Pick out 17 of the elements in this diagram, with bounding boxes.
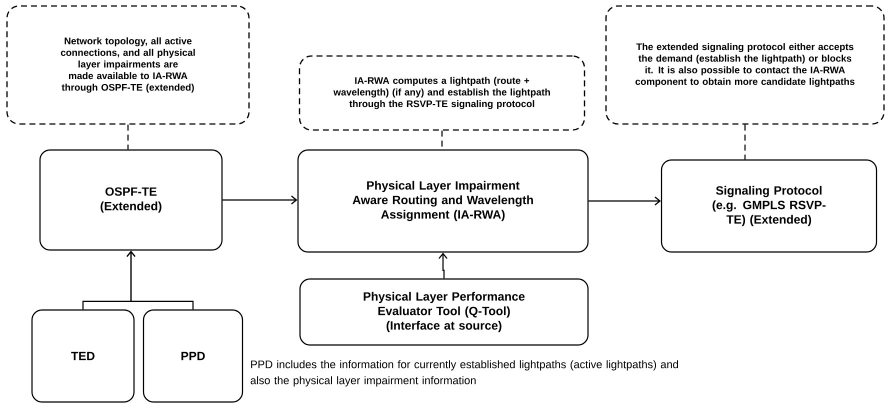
dashed-connector (744, 124, 746, 160)
arrow (126, 250, 194, 310)
callout-box: The extended signaling protocol either accepts the demand (establish the lightpath) or blocks it. It is also possible to contact the IA-RWA component to obtain more candidate lightpaths (605, 5, 885, 125)
callout-box: IA-RWA computes a lightpath (route + wavelength) (if any) and establish the lightpath through the RSVP-TE signaling protocol (298, 55, 586, 131)
process-box: PPD (142, 309, 244, 403)
process-box: OSPF-TE (Extended) (39, 149, 223, 251)
process-box: TED (31, 309, 135, 403)
process-box: Signaling Protocol (e.g. GMPLS RSVP-TE) (Extended) (660, 159, 878, 253)
note-text: PPD includes the information for currently established lightpaths (active lightpaths) and also the physical layer impairment information (250, 360, 678, 386)
arrow (438, 252, 448, 278)
dashed-connector (127, 124, 129, 150)
callout-box: Network topology, all active connections, and all physical layer impairments are made available to IA-RWA through OSPF-TE (extended) (6, 5, 250, 125)
arrow (588, 196, 661, 206)
dashed-connector (441, 130, 443, 150)
process-box: Physical Layer Performance Evaluator Tool (Q-Tool) (Interface at source) (299, 278, 589, 346)
arrow (222, 196, 298, 204)
process-box: Physical Layer Impairment Aware Routing and Wavelength Assignment (IA-RWA) (297, 149, 589, 253)
